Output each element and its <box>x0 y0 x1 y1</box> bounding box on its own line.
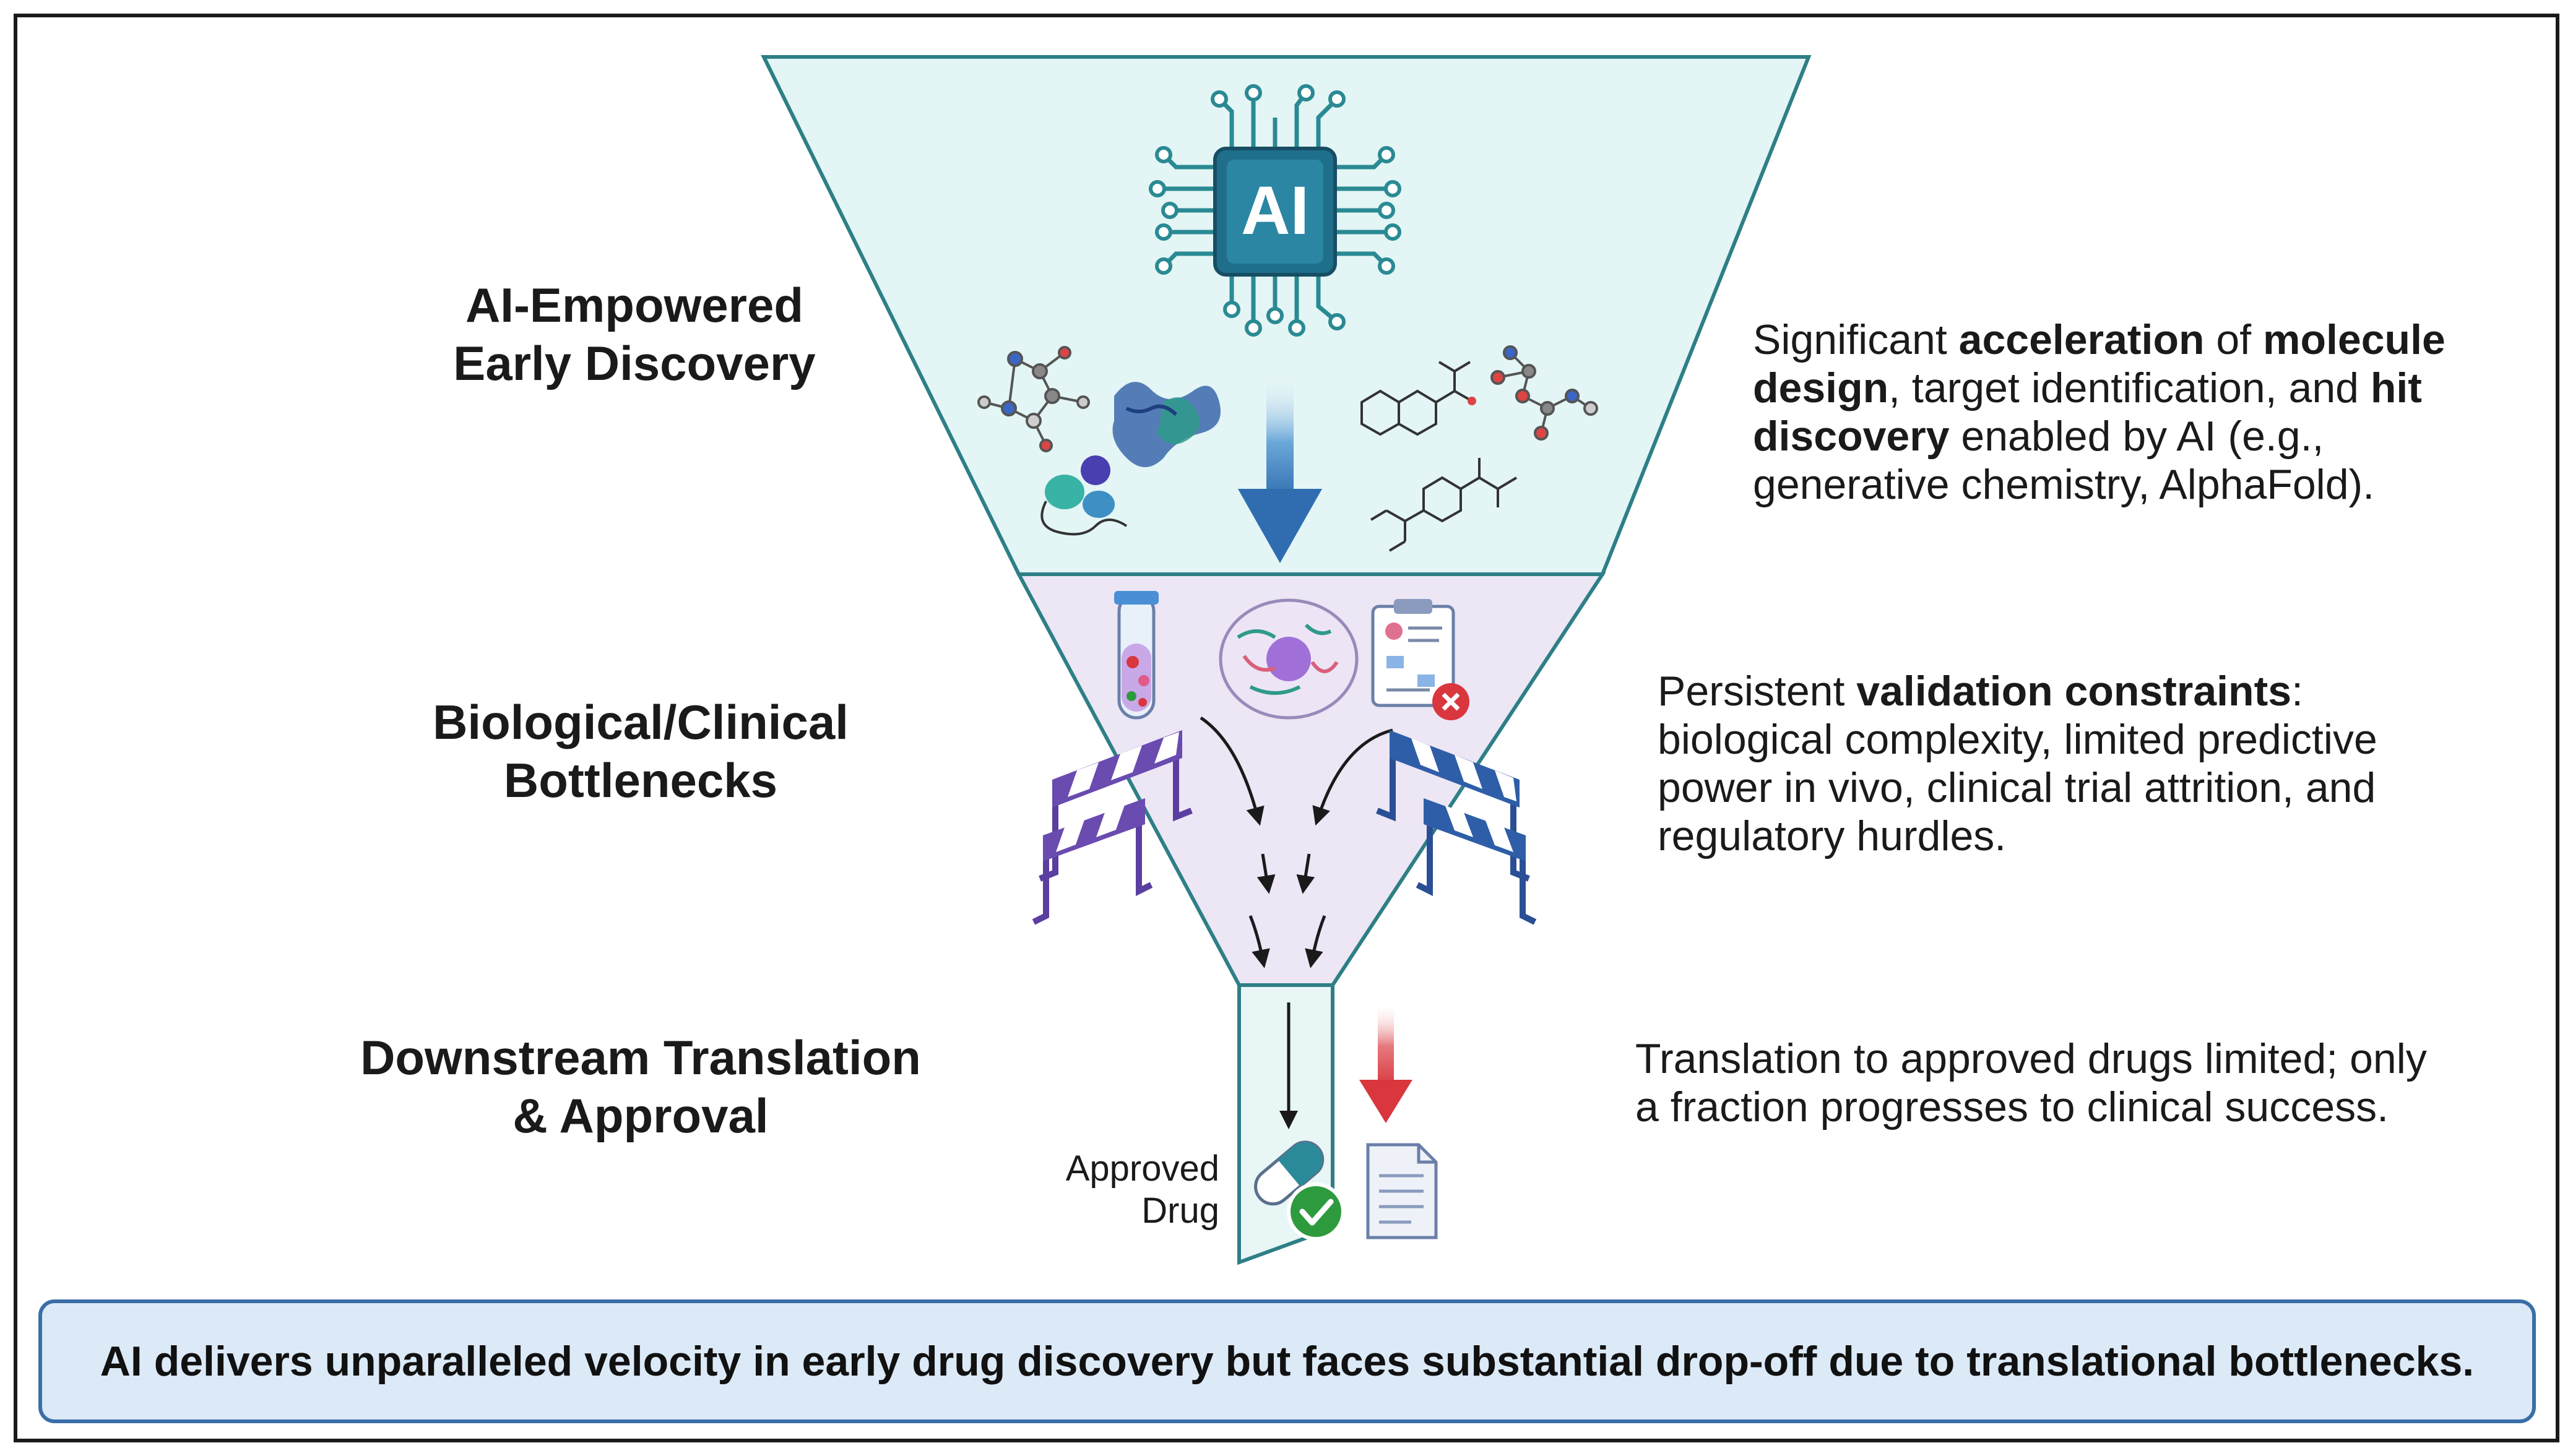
summary-box: AI delivers unparalleled velocity in ear… <box>38 1299 2536 1423</box>
desc-bold: molecule design <box>1753 316 2445 411</box>
ai-chip-label: AI <box>1241 173 1309 249</box>
approved-drug-line: Approved <box>1065 1148 1219 1189</box>
molecule-icon-right <box>1490 345 1598 441</box>
desc-bold: hit discovery <box>1753 364 2422 460</box>
ai-chip-icon <box>1149 84 1401 337</box>
stage-label-line: AI-Empowered <box>465 278 804 332</box>
desc-text: Significant <box>1753 316 1959 363</box>
stage-label-discovery: AI-Empowered Early Discovery <box>396 276 873 392</box>
stage-label-line: Early Discovery <box>453 336 816 390</box>
molecule-icon-benzamide <box>1370 458 1518 552</box>
approved-drug-line: Drug <box>1141 1191 1219 1231</box>
stage-label-bottlenecks: Biological/Clinical Bottlenecks <box>384 693 897 809</box>
desc-text: Translation to approved drugs limited; o… <box>1635 1035 2427 1131</box>
stage-label-line: Downstream Translation <box>360 1030 921 1085</box>
desc-text: of <box>2204 316 2264 363</box>
check-icon <box>1287 1182 1345 1241</box>
test-tube-icon <box>1114 591 1159 720</box>
desc-text: , target identification, and <box>1888 364 2371 411</box>
stage-label-line: Bottlenecks <box>503 753 778 808</box>
pill-icon <box>1254 1140 1325 1206</box>
protein-icon <box>1112 382 1221 467</box>
stage-label-translation: Downstream Translation & Approval <box>334 1028 947 1145</box>
approved-drug-label: Approved Drug <box>1046 1148 1219 1232</box>
cell-icon <box>1219 598 1359 720</box>
flow-arrows <box>1200 716 1393 1129</box>
barrier-icon-left <box>1032 730 1193 925</box>
description-discovery: Significant acceleration of molecule des… <box>1753 316 2471 509</box>
desc-text: : biological complexity, limited predict… <box>1658 668 2377 859</box>
clipboard-reject-icon <box>1371 599 1469 720</box>
summary-text: AI delivers unparalleled velocity in ear… <box>100 1338 2475 1385</box>
red-down-arrow <box>1359 1002 1412 1123</box>
blue-down-arrow <box>1238 371 1322 563</box>
desc-bold: acceleration <box>1958 316 2205 363</box>
molecule-icon <box>977 346 1090 452</box>
document-icon <box>1366 1143 1438 1239</box>
stage-label-line: & Approval <box>512 1088 769 1143</box>
description-translation: Translation to approved drugs limited; o… <box>1635 1035 2452 1131</box>
stage-label-line: Biological/Clinical <box>433 695 849 749</box>
desc-text: Persistent <box>1658 668 1857 715</box>
desc-bold: validation constraints <box>1856 668 2292 715</box>
peptide-icon <box>1040 455 1128 536</box>
molecule-icon-naphthamide <box>1360 361 1476 436</box>
desc-text: enabled by AI (e.g., generative chemistr… <box>1753 413 2375 508</box>
barrier-icon-right <box>1376 730 1537 925</box>
description-bottlenecks: Persistent validation constraints: biolo… <box>1658 667 2419 860</box>
